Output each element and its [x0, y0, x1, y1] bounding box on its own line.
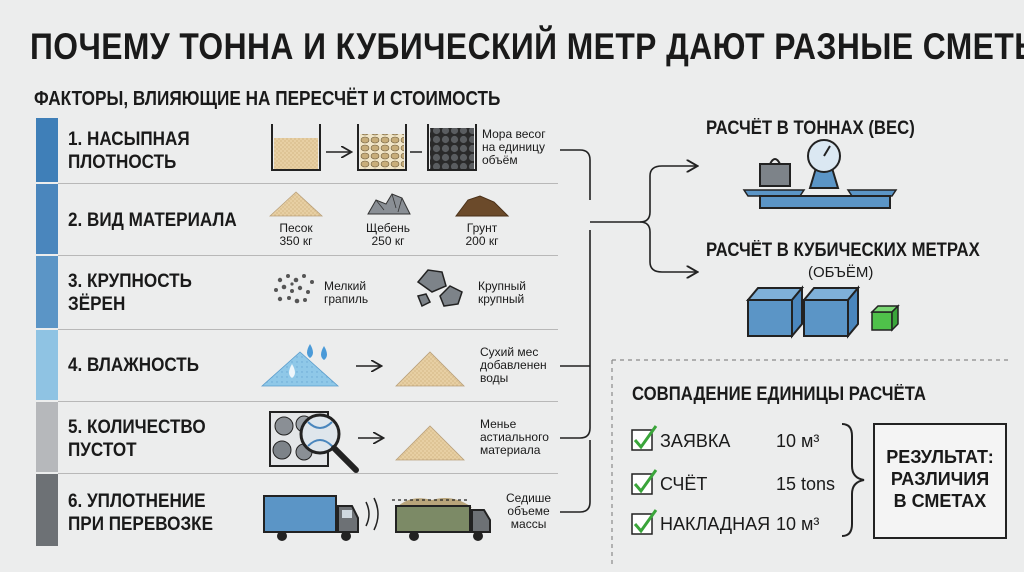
factor-label-4: 4. ВЛАЖНОСТЬ [68, 355, 200, 376]
factor-label-2: 2. ВИД МАТЕРИАЛА [68, 210, 237, 231]
wet-pile-icon [260, 351, 340, 387]
brace-icon [841, 423, 865, 537]
match-row-label: ЗАЯВКА [660, 431, 731, 451]
material-sand-label: Песок 350 кг [279, 221, 313, 248]
sand-pile-icon [268, 191, 324, 217]
match-title: СОВПАДЕНИЕ ЕДИНИЦЫ РАСЧЁТА [632, 384, 926, 405]
sand-container-icon [271, 124, 321, 171]
pebble-container-icon [357, 124, 407, 171]
cube-small-icon [870, 304, 900, 332]
compaction-note: Седише объеме массы [506, 491, 552, 531]
check-icon [631, 509, 658, 535]
calc-cubic-subheading: (ОБЪЁМ) [808, 264, 874, 281]
match-frame [611, 359, 1010, 566]
calc-tons-heading: РАСЧЁТ В ТОННАХ (ВЕС) [706, 118, 915, 139]
factor-bar-2 [36, 184, 58, 254]
loaded-truck-icon [392, 498, 491, 541]
cube-large-icon [745, 285, 805, 339]
coarse-grain-label: Крупный крупный [478, 279, 526, 306]
water-drop-icon [289, 344, 327, 378]
vibration-icon [365, 497, 379, 531]
match-row-label: НАКЛАДНАЯ [660, 514, 771, 534]
fine-grain-icon [274, 274, 314, 304]
match-row-value: 15 tons [776, 474, 836, 494]
compact-pile-icon [395, 425, 465, 461]
check-icon [631, 469, 658, 495]
soil-pile-icon [455, 195, 510, 217]
result-text: РЕЗУЛЬТАТ: РАЗЛИЧИЯ В СМЕТАХ [886, 447, 994, 511]
density-note: Мора весог на единицу объём [482, 127, 546, 167]
gravel-container-icon [427, 124, 477, 171]
truck-icon [263, 495, 359, 541]
factor-label-1: 1. НАСЫПНАЯ ПЛОТНОСТЬ [68, 129, 190, 173]
row-divider [58, 401, 558, 402]
match-row-label: СЧЁТ [660, 474, 708, 494]
voids-note: Менье астиального материала [480, 417, 549, 457]
factor-label-6: 6. УПЛОТНЕНИЕ ПРИ ПЕРЕВОЗКЕ [68, 491, 214, 535]
factor-bar-3 [36, 256, 58, 328]
page-subtitle: ФАКТОРЫ, ВЛИЯЮЩИЕ НА ПЕРЕСЧЁТ И СТОИМОСТ… [34, 88, 501, 110]
match-row-value: 10 м³ [776, 514, 820, 534]
check-icon [631, 425, 658, 451]
dry-pile-icon [395, 351, 465, 387]
factor-label-3: 3. КРУПНОСТЬ ЗЁРЕН [68, 271, 192, 315]
connector-lines [560, 149, 696, 513]
factor-label-5: 5. КОЛИЧЕСТВО ПУСТОТ [68, 417, 206, 461]
material-stone-label: Щебень 250 кг [365, 221, 411, 248]
coarse-grain-icon [416, 269, 463, 308]
crushed-stone-icon [367, 193, 411, 215]
scale-icon [742, 139, 898, 209]
moisture-note: Сухий мес добавленен воды [480, 345, 547, 385]
material-soil-label: Грунт 200 кг [465, 221, 499, 248]
calc-cubic-heading: РАСЧЁТ В КУБИЧЕСКИХ МЕТРАХ [706, 240, 980, 261]
match-row-value: 10 м³ [776, 431, 820, 451]
factor-bar-6 [36, 474, 58, 546]
factor-bar-5 [36, 402, 58, 472]
row-divider [58, 183, 558, 184]
row-divider [58, 473, 558, 474]
factor-bar-4 [36, 330, 58, 400]
result-box [873, 423, 1007, 539]
row-divider [58, 255, 558, 256]
magnifier-icon [299, 413, 359, 473]
page-title: ПОЧЕМУ ТОННА И КУБИЧЕСКИЙ МЕТР ДАЮТ РАЗН… [30, 26, 1024, 67]
fine-grain-label: Мелкий грапиль [324, 279, 369, 306]
cube-large-icon [801, 285, 861, 339]
factor-bar-1 [36, 118, 58, 182]
row-divider [58, 329, 558, 330]
